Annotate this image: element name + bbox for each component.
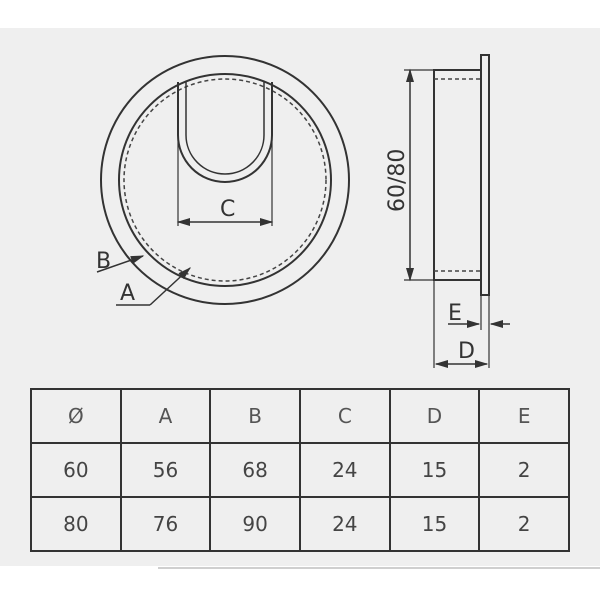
table-row: 80 76 90 24 15 2 (30, 496, 570, 552)
table-cell: 90 (209, 496, 301, 552)
hidden-body-circle (123, 78, 327, 282)
header-cell: D (388, 388, 481, 444)
dimension-table: Ø A B C D E 60 56 68 24 15 2 80 76 90 24… (30, 388, 570, 552)
table-cell: 2 (478, 442, 570, 498)
bottom-divider (158, 567, 600, 569)
table-cell: 15 (388, 442, 481, 498)
dimension-height-label: 60/80 (385, 149, 410, 212)
table-row: 60 56 68 24 15 2 (30, 442, 570, 498)
cable-slot-outer (177, 82, 273, 183)
table-cell: 24 (298, 496, 391, 552)
table-cell: 15 (388, 496, 481, 552)
dimension-a-label: A (120, 281, 135, 306)
header-cell: A (119, 388, 212, 444)
header-cell: B (209, 388, 301, 444)
inner-rim-circle (118, 73, 332, 287)
outer-flange-circle (100, 55, 350, 305)
table-cell: 24 (298, 442, 391, 498)
header-cell: E (478, 388, 570, 444)
flange-side (480, 54, 490, 296)
side-view: 60/80 E D (385, 54, 510, 369)
dimension-c-label: C (220, 197, 235, 222)
table-cell: 2 (478, 496, 570, 552)
dimension-b-label: B (96, 249, 111, 274)
dimension-e-label: E (448, 301, 462, 326)
table-cell: 60 (30, 442, 122, 498)
table-cell: 76 (119, 496, 212, 552)
table-cell: 56 (119, 442, 212, 498)
header-cell: C (298, 388, 391, 444)
body-side (433, 69, 482, 281)
dimension-d-label: D (458, 339, 475, 364)
table-cell: 68 (209, 442, 301, 498)
front-view: C B A (96, 55, 350, 306)
leader-a-diagonal (149, 267, 191, 306)
table-cell: 80 (30, 496, 122, 552)
table-header-row: Ø A B C D E (30, 388, 570, 444)
cable-slot-inner (185, 82, 265, 175)
leader-b (96, 255, 145, 273)
header-cell: Ø (30, 388, 122, 444)
